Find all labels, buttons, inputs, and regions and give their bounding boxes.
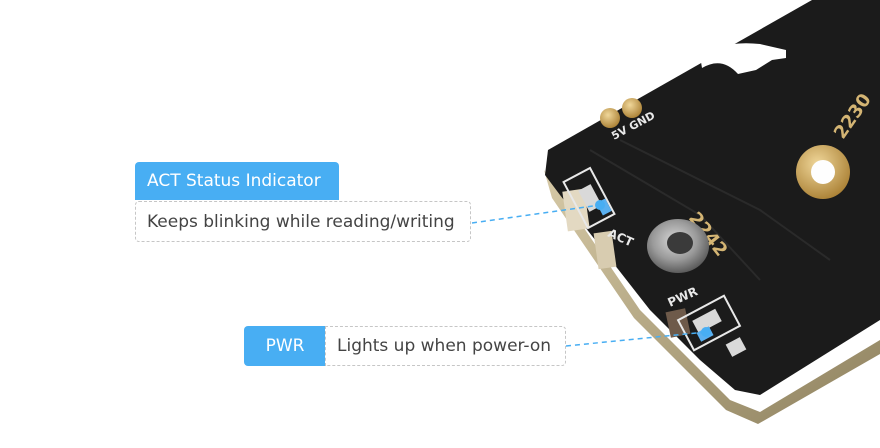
side-connector-lower bbox=[593, 230, 617, 270]
pwr-callout-title: PWR bbox=[244, 326, 326, 366]
standoff-nut-hole bbox=[667, 232, 693, 254]
act-leader-dot bbox=[595, 200, 605, 210]
pwr-callout-description: Lights up when power-on bbox=[325, 326, 566, 366]
pwr-led bbox=[692, 308, 722, 334]
act-led-frame bbox=[562, 166, 616, 230]
pwr-led-pad bbox=[725, 337, 747, 357]
pad-gnd bbox=[622, 98, 642, 118]
pcb-board bbox=[545, 0, 880, 395]
pcb-trace bbox=[619, 139, 831, 261]
pwr-leader-line bbox=[565, 331, 707, 347]
pcb-trace bbox=[589, 149, 761, 281]
pcb-notch bbox=[700, 43, 786, 74]
pwr-led-frame bbox=[676, 294, 742, 352]
pad-5v bbox=[600, 108, 620, 128]
pwr-leader-dot bbox=[701, 327, 711, 337]
mount-hole-2230-center bbox=[811, 160, 835, 184]
act-callout-description: Keeps blinking while reading/writing bbox=[135, 201, 471, 242]
act-callout-title: ACT Status Indicator bbox=[135, 162, 339, 200]
act-leader-line bbox=[471, 204, 601, 224]
